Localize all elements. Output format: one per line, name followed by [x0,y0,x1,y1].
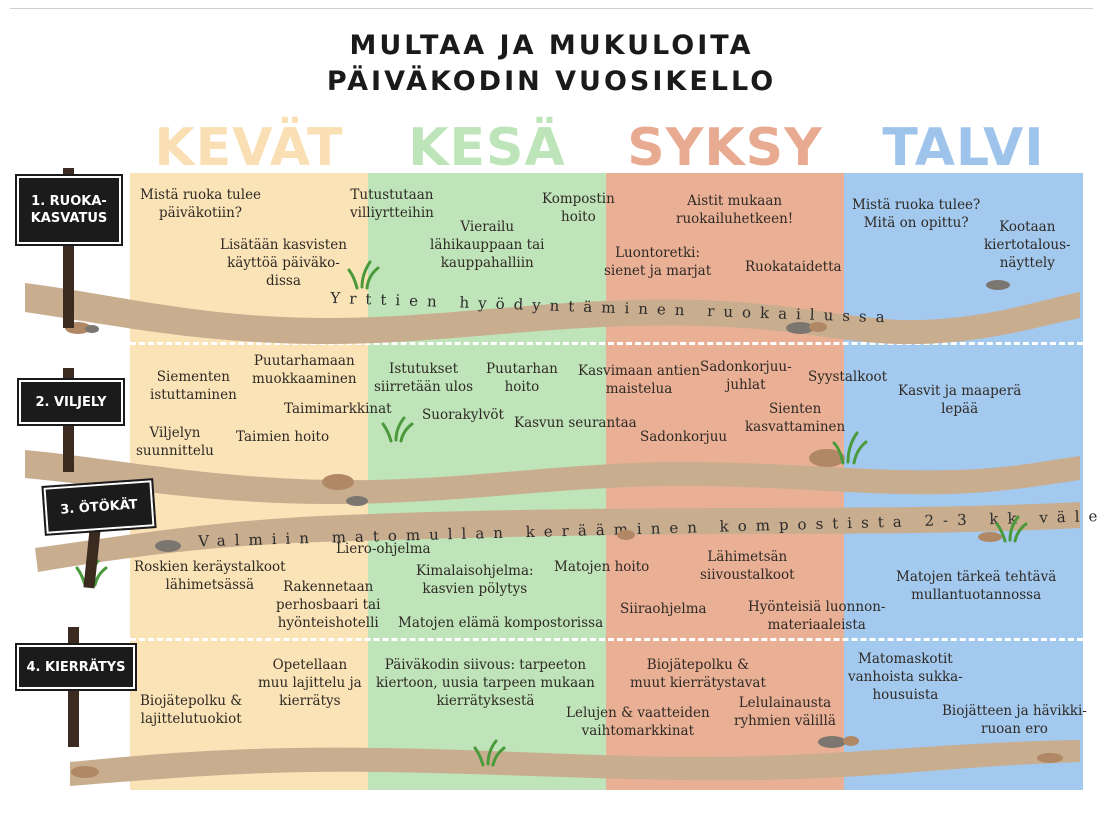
activity-item: Mistä ruoka tulee? Mitä on opittu? [852,197,981,231]
sign-row-4: 4. KIERRÄTYS [15,643,137,691]
activity-item: Matomaskotit vanhoista sukka- housuista [848,651,963,703]
activity-item: Puutarhamaan muokkaaminen [252,353,357,387]
activity-item: Lelulainausta ryhmien välillä [734,695,836,729]
sign-row-3: 3. ÖTÖKÄT [41,477,157,537]
path-row-3 [35,502,1080,572]
activity-item: Rakennetaan perhosbaari tai hyönteishote… [276,579,381,631]
grass-tuft [832,431,868,465]
path-row-2 [25,450,1080,504]
signpost-pole-row-1 [63,168,74,328]
activity-item: Lelujen & vaatteiden vaihtomarkkinat [566,705,710,739]
rock [978,532,1002,542]
sign-row-2: 2. VILJELY [17,378,125,426]
top-border-line [10,8,1093,9]
activity-item: Tutustutaan villiyrtteihin [350,187,434,221]
grass-tuft [347,260,380,290]
activity-item: Lisätään kasvisten käyttöä päiväko- diss… [220,237,347,289]
activity-item: Ruokataidetta [745,259,842,275]
row-separator [130,638,1083,641]
season-header-spring: KEVÄT [154,118,344,178]
activity-item: Istutukset siirretään ulos [374,361,474,395]
activity-item: Viljelyn suunnittelu [136,425,214,459]
grass-tuft [381,416,414,443]
rock [85,325,99,333]
activity-item: Kootaan kiertotalous- näyttely [984,219,1071,271]
rock [617,530,635,540]
activity-item: Sienten kasvattaminen [745,401,846,435]
activity-item: Kasvun seurantaa [514,415,637,431]
season-header-autumn: SYKSY [627,118,823,178]
activity-item: Päiväkodin siivous: tarpeeton kiertoon, … [376,657,595,709]
activity-item: Hyönteisiä luonnon- materiaaleista [748,599,886,633]
rock [346,496,368,506]
rock [155,540,181,552]
grass-tuft [473,739,506,767]
activity-item: Taimimarkkinat [284,401,392,417]
path-row-4 [70,740,1080,786]
activity-item: Luontoretki: sienet ja marjat [604,245,712,279]
rock [1037,753,1063,763]
row-separator [130,342,1083,345]
activity-item: Kasvit ja maaperä lepää [898,383,1022,417]
rock [322,474,354,490]
rock [986,280,1010,290]
activity-item: Aistit mukaan ruokailuhetkeen! [676,193,794,227]
activity-item: Siementen istuttaminen [150,369,237,403]
activity-item: Siiraohjelma [620,601,707,617]
grass-tuft [995,515,1028,543]
activity-item: Suorakylvöt [422,407,504,423]
activity-item: Matojen elämä kompostorissa [398,615,604,631]
activity-item: Liero-ohjelma [336,541,431,557]
rock [809,322,827,332]
activity-item: Matojen hoito [554,559,650,575]
sign-row-1: 1. RUOKA- KASVATUS [15,174,123,246]
activity-item: Vierailu lähikauppaan tai kauppahalliin [430,219,545,271]
season-header-summer: KESÄ [408,118,566,178]
activity-item: Taimien hoito [236,429,330,445]
activity-item: Mistä ruoka tulee päiväkotiin? [140,187,262,221]
rock [71,766,99,778]
activity-item: Roskien keräystalkoot lähimetsässä [134,559,286,593]
activity-item: Sadonkorjuu- juhlat [700,359,792,393]
activity-item: Biojätepolku & muut kierrätystavat [630,657,766,691]
activity-item: Biojätteen ja hävikki- ruoan ero [942,703,1087,737]
activity-item: Kasvimaan antien maistelua [578,363,701,397]
activity-item: Syystalkoot [808,369,888,385]
title-line-2: PÄIVÄKODIN VUOSIKELLO [326,66,777,97]
rock [843,736,859,746]
title-line-1: MULTAA JA MUKULOITA [349,30,754,61]
activity-item: Sadonkorjuu [640,429,728,445]
activity-item: Opetellaan muu lajittelu ja kierrätys [258,657,362,709]
activity-item: Matojen tärkeä tehtävä mullantuotannossa [896,569,1057,603]
rock [818,736,846,748]
rock [786,322,814,334]
activity-item: Puutarhan hoito [486,361,558,395]
season-header-winter: TALVI [882,118,1045,178]
activity-item: Lähimetsän siivoustalkoot [700,549,795,583]
rock [809,449,845,467]
activity-item: Kompostin hoito [542,191,615,225]
activity-item: Biojätepolku & lajittelutuokiot [140,693,243,727]
activity-item: Kimalaisohjelma: kasvien pölytys [416,563,534,597]
